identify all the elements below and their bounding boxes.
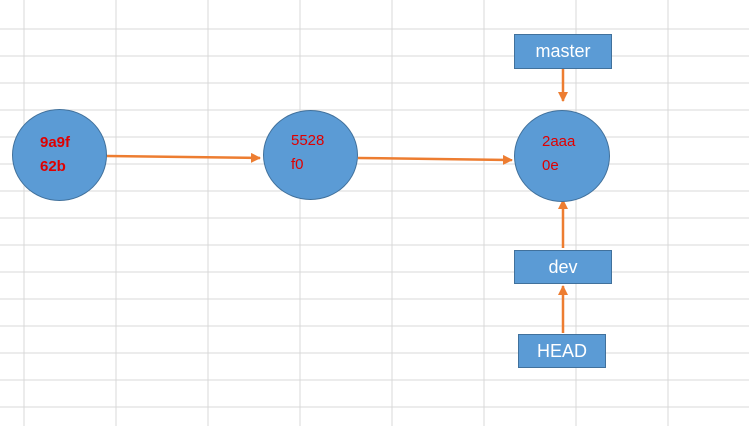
branch-label-dev[interactable]: dev [514, 250, 612, 284]
commit-id-line2: 62b [40, 158, 66, 175]
arrow-5528f0-to-2aaa0e [357, 154, 513, 165]
commit-node-2aaa0e[interactable]: 2aaa 0e [514, 110, 610, 202]
head-label[interactable]: HEAD [518, 334, 606, 368]
arrows-layer [106, 69, 568, 333]
commit-node-5528f0[interactable]: 5528 f0 [263, 110, 358, 200]
commit-id-line2: 0e [542, 157, 559, 174]
branch-label-dev-text: dev [548, 256, 578, 277]
arrow-9a9f62b-to-5528f0 [106, 152, 261, 163]
branch-label-master[interactable]: master [514, 34, 612, 69]
head-label-text: HEAD [536, 340, 587, 361]
branch-label-master-text: master [535, 41, 591, 61]
commit-node-9a9f62b[interactable]: 9a9f 62b [12, 109, 107, 201]
commit-id-line1: 5528 [291, 132, 325, 149]
commit-id-line1: 2aaa [542, 133, 576, 150]
commit-id-line2: f0 [291, 156, 304, 173]
commit-id-line1: 9a9f [40, 134, 71, 151]
